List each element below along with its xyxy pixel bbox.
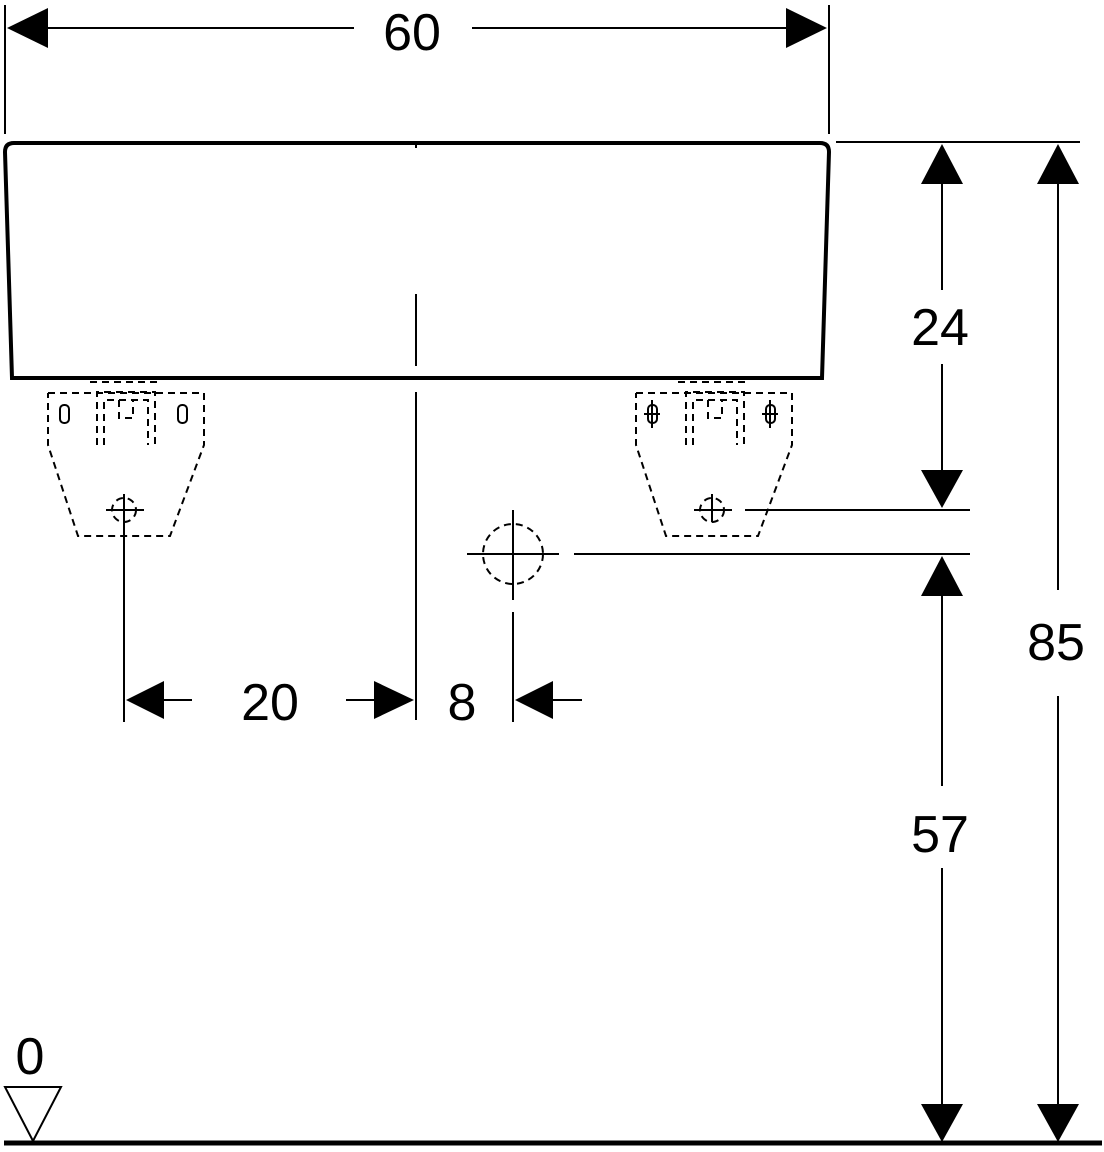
waste-height-label: 57: [911, 806, 969, 864]
basin-height-dimension: 24: [911, 144, 969, 508]
right-wall-bracket: [635, 381, 793, 537]
total-height-dimension: 85: [1027, 144, 1085, 1142]
floor-level-label: 0: [16, 1028, 45, 1086]
waste-height-dimension: 57: [911, 556, 969, 1142]
waste-offset-dimension: 8: [448, 674, 582, 732]
basin-height-label: 24: [911, 299, 969, 357]
washbasin-outline: [2, 141, 832, 380]
extension-lines: [4, 5, 1080, 555]
floor-level-marker: 0: [3, 1028, 63, 1144]
width-label: 60: [383, 4, 441, 62]
waste-outlet: [467, 510, 559, 722]
bracket-offset-label: 20: [241, 674, 299, 732]
left-wall-bracket: [47, 381, 205, 722]
waste-offset-label: 8: [448, 674, 477, 732]
bracket-offset-dimension: 20: [126, 674, 414, 732]
total-height-label: 85: [1027, 614, 1085, 672]
width-dimension: 60: [7, 4, 827, 62]
